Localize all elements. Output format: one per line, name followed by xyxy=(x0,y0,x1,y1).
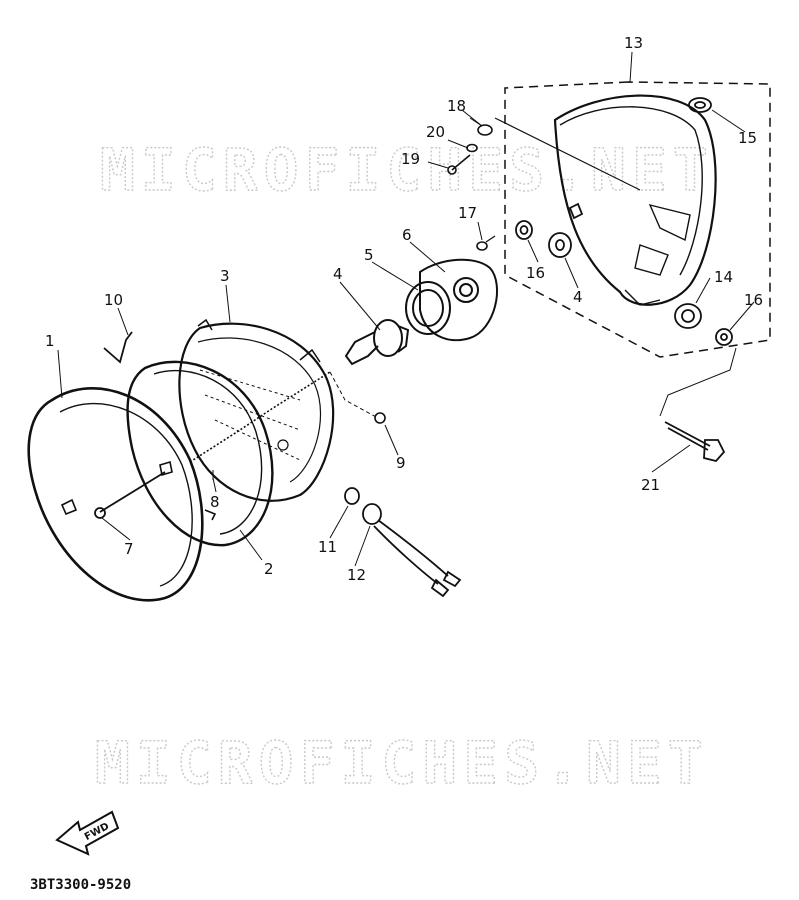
callout-16-upper: 16 xyxy=(526,264,545,282)
watermark-top: MICROFICHES.NET xyxy=(100,136,714,204)
screw-7 xyxy=(94,471,166,519)
headlight-ring-1 xyxy=(27,386,204,602)
housing-group-box xyxy=(504,81,771,358)
callout-11: 11 xyxy=(318,538,337,556)
bolt-21 xyxy=(659,347,737,463)
nut-18 xyxy=(469,117,493,136)
dust-seal-5 xyxy=(405,281,451,335)
collar-16-lower xyxy=(715,328,733,346)
headlight-bulb-4 xyxy=(344,319,410,366)
callout-1: 1 xyxy=(45,332,55,350)
bulb-socket-6 xyxy=(419,258,499,342)
lens-unit-3 xyxy=(178,318,335,502)
callout-18: 18 xyxy=(447,97,466,115)
callout-2: 2 xyxy=(264,560,274,578)
callout-10: 10 xyxy=(104,291,123,309)
watermark-bottom: MICROFICHES.NET xyxy=(95,729,709,797)
damper-14 xyxy=(674,303,702,329)
callout-3: 3 xyxy=(220,267,230,285)
pilot-bulb-11 xyxy=(344,487,360,505)
callout-20: 20 xyxy=(426,123,445,141)
callout-19: 19 xyxy=(401,150,420,168)
callout-4-housing: 4 xyxy=(573,288,583,306)
callout-13: 13 xyxy=(624,34,643,52)
callout-14: 14 xyxy=(714,268,733,286)
callout-7: 7 xyxy=(124,540,134,558)
grommet-15 xyxy=(688,97,712,113)
callout-16-lower: 16 xyxy=(744,291,763,309)
callout-8: 8 xyxy=(210,493,220,511)
callout-17: 17 xyxy=(458,204,477,222)
callout-6: 6 xyxy=(402,226,412,244)
diagram-code: 3BT3300-9520 xyxy=(30,877,131,893)
screw-17 xyxy=(476,235,496,251)
pilot-socket-cord-12 xyxy=(362,503,462,598)
callout-15: 15 xyxy=(738,129,757,147)
clip-10 xyxy=(103,331,133,364)
callout-5: 5 xyxy=(364,246,374,264)
callout-4-bulb: 4 xyxy=(333,265,343,283)
callout-9: 9 xyxy=(396,454,406,472)
forward-arrow-icon: FWD xyxy=(55,810,120,856)
headlight-housing xyxy=(494,94,717,306)
grommet-4-housing xyxy=(548,202,584,258)
callout-21: 21 xyxy=(641,476,660,494)
collar-16-upper xyxy=(515,220,533,240)
adjust-screw-9 xyxy=(329,371,386,424)
rim-2 xyxy=(126,360,274,547)
callout-12: 12 xyxy=(347,566,366,584)
screw-19 xyxy=(447,154,471,175)
leader-lines xyxy=(57,51,755,567)
